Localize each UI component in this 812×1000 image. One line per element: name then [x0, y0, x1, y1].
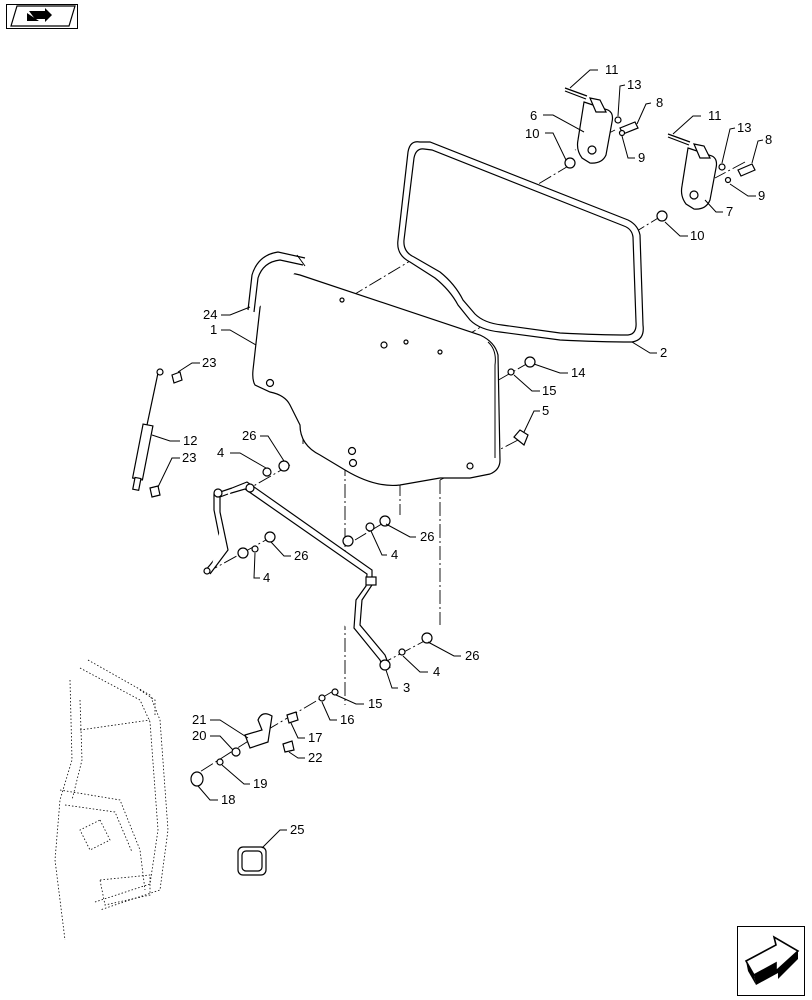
callout-12: 12	[183, 433, 197, 448]
callout-labels: 11 13 8 6 10 9 11 13 8 9 7 10 2 24 1 23 …	[182, 62, 772, 837]
back-button[interactable]	[6, 4, 78, 29]
callout-23: 23	[202, 355, 216, 370]
callout-16: 16	[340, 712, 354, 727]
right-fasteners	[507, 356, 536, 446]
callout-8: 8	[656, 95, 663, 110]
leader-lines	[151, 69, 764, 849]
callout-9: 9	[758, 188, 765, 203]
hinge-right	[656, 133, 756, 222]
callout-24: 24	[203, 307, 217, 322]
callout-13: 13	[627, 77, 641, 92]
next-button[interactable]	[737, 926, 805, 996]
callout-10: 10	[525, 126, 539, 141]
callout-15: 15	[368, 696, 382, 711]
callout-6: 6	[530, 108, 537, 123]
callout-23: 23	[182, 450, 196, 465]
latch-assembly	[190, 711, 299, 787]
callout-18: 18	[221, 792, 235, 807]
callout-20: 20	[192, 728, 206, 743]
callout-1: 1	[210, 322, 217, 337]
callout-2: 2	[660, 345, 667, 360]
glass-panel	[252, 271, 501, 487]
gas-strut	[131, 368, 183, 498]
callout-14: 14	[571, 365, 585, 380]
callout-4: 4	[433, 664, 440, 679]
callout-17: 17	[308, 730, 322, 745]
hinge-left	[564, 87, 639, 169]
callout-26: 26	[294, 548, 308, 563]
cover-cap	[237, 846, 267, 876]
callout-3: 3	[403, 680, 410, 695]
callout-4: 4	[391, 547, 398, 562]
window-seal	[397, 141, 644, 343]
callout-8: 8	[765, 132, 772, 147]
callout-26: 26	[242, 428, 256, 443]
callout-13: 13	[737, 120, 751, 135]
callout-15: 15	[542, 383, 556, 398]
callout-26: 26	[465, 648, 479, 663]
handle-bar	[203, 481, 391, 671]
washers	[245, 460, 433, 702]
callout-19: 19	[253, 776, 267, 791]
callout-10: 10	[690, 228, 704, 243]
callout-4: 4	[263, 570, 270, 585]
callout-11: 11	[605, 62, 619, 77]
callout-26: 26	[420, 529, 434, 544]
weatherstrip	[247, 251, 306, 313]
callout-5: 5	[542, 403, 549, 418]
cab-outline	[54, 659, 169, 941]
callout-22: 22	[308, 750, 322, 765]
callout-25: 25	[290, 822, 304, 837]
callout-9: 9	[638, 150, 645, 165]
arrow-right-icon	[744, 935, 800, 985]
arrow-left-icon	[10, 5, 76, 27]
callout-21: 21	[192, 712, 206, 727]
callout-11: 11	[708, 108, 722, 123]
callout-4: 4	[217, 445, 224, 460]
callout-7: 7	[726, 204, 733, 219]
